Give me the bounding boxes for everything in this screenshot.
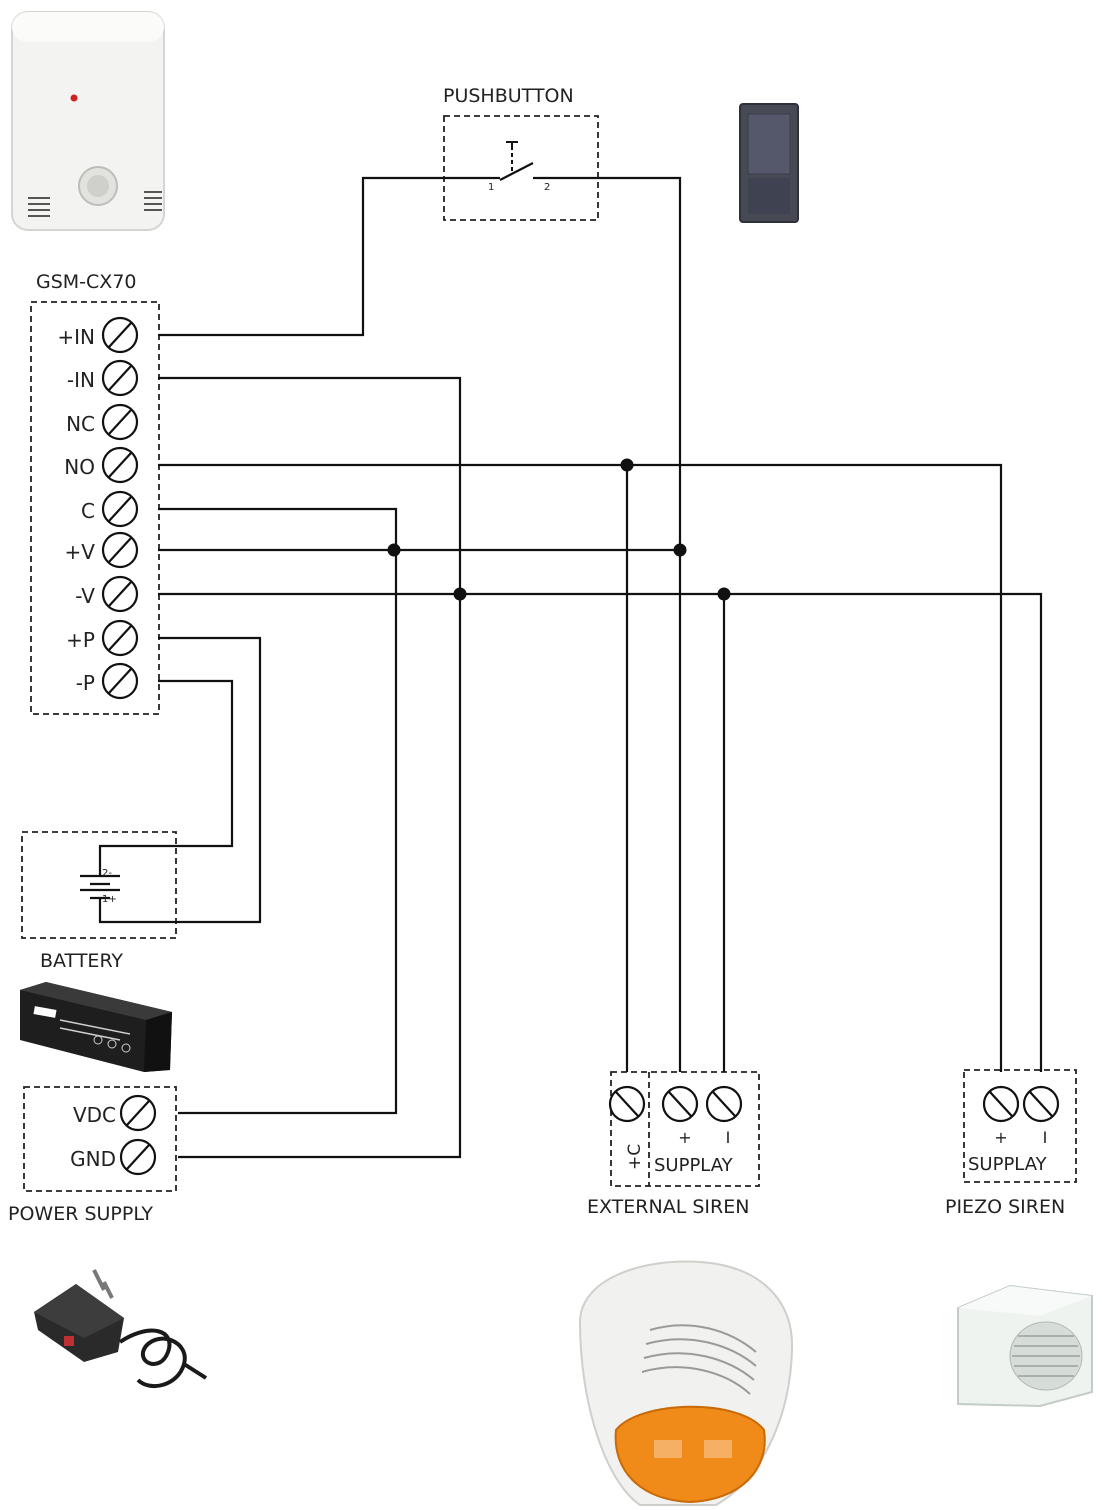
battery-symbol: 2- 1+ [80, 868, 120, 905]
terminal-v-minus: -V [75, 575, 139, 613]
battery-pin-pos: 1+ [102, 894, 117, 905]
svg-text:NO: NO [64, 455, 95, 479]
terminal-vdc: VDC [73, 1094, 157, 1132]
piezo-siren-minus-label: I [1043, 1128, 1048, 1147]
wires [98, 176, 1043, 1159]
wire-pushbutton-to-supply-plus [538, 176, 682, 1072]
terminal-in-minus: -IN [67, 359, 139, 397]
terminal-p-minus: -P [76, 662, 139, 700]
battery-title: BATTERY [40, 950, 123, 972]
external-siren-terminals [608, 1085, 743, 1123]
wire-in-plus [158, 176, 490, 337]
wire-p-plus [98, 636, 262, 924]
svg-text:+IN: +IN [57, 325, 95, 349]
terminal-no: NO [64, 446, 139, 484]
svg-text:-P: -P [76, 671, 95, 695]
wall-switch-photo [739, 103, 799, 223]
piezo-siren-title: PIEZO SIREN [945, 1196, 1065, 1218]
wire-no [158, 463, 1003, 1072]
external-siren-minus-label: I [726, 1128, 731, 1147]
junction-dot [453, 587, 467, 601]
power-supply-terminals: VDC GND [70, 1094, 157, 1176]
svg-text:GND: GND [70, 1147, 116, 1171]
piezo-siren-plus-label: + [994, 1128, 1007, 1147]
external-siren-title: EXTERNAL SIREN [587, 1196, 749, 1218]
junctions [387, 458, 731, 601]
wire-c [158, 507, 398, 1115]
external-siren-c-label: +C [625, 1144, 645, 1170]
junction-dot [673, 543, 687, 557]
junction-dot [620, 458, 634, 472]
junction-dot [717, 587, 731, 601]
svg-text:-IN: -IN [67, 368, 95, 392]
controller-terminals: +IN -IN NC NO C +V -V +P [57, 316, 139, 700]
terminal-gnd: GND [70, 1138, 157, 1176]
piezo-siren-box [963, 1069, 1077, 1183]
external-siren-box [610, 1071, 760, 1187]
piezo-siren-terminals [982, 1085, 1060, 1123]
power-adapter-photo [34, 1269, 208, 1389]
pushbutton-symbol: 1 2 [488, 141, 550, 193]
power-supply-title: POWER SUPPLY [8, 1203, 153, 1225]
pushbutton-box [443, 115, 599, 221]
pushbutton-pin2-label: 2 [544, 182, 550, 193]
external-siren-supply-label: SUPPLAY [654, 1155, 734, 1176]
terminal-p-plus: +P [66, 619, 139, 657]
svg-text:+V: +V [65, 540, 96, 564]
wire-in-minus [158, 376, 462, 1159]
terminal-in-plus: +IN [57, 316, 139, 354]
svg-text:NC: NC [66, 412, 95, 436]
wire-p-minus [98, 679, 234, 876]
wire-v-minus [158, 592, 1043, 1072]
junction-dot [387, 543, 401, 557]
piezo-siren-photo [957, 1284, 1093, 1408]
external-siren-photo [578, 1260, 794, 1506]
controller-terminal-box [30, 301, 160, 715]
external-siren-plus-label: + [678, 1128, 691, 1147]
svg-text:-V: -V [75, 584, 95, 608]
battery-pin-neg: 2- [102, 868, 112, 879]
battery-photo [20, 982, 172, 1072]
terminal-v-plus: +V [65, 531, 139, 569]
svg-text:VDC: VDC [73, 1103, 116, 1127]
svg-text:C: C [81, 499, 95, 523]
gsm-device-photo [11, 11, 165, 231]
terminal-nc: NC [66, 403, 139, 441]
svg-text:+P: +P [66, 628, 95, 652]
power-supply-box [23, 1086, 177, 1192]
pushbutton-pin1-label: 1 [488, 182, 494, 193]
piezo-siren-supply-label: SUPPLAY [968, 1154, 1048, 1175]
terminal-c: C [81, 490, 139, 528]
controller-title: GSM-CX70 [36, 271, 137, 293]
pushbutton-title: PUSHBUTTON [443, 85, 574, 107]
